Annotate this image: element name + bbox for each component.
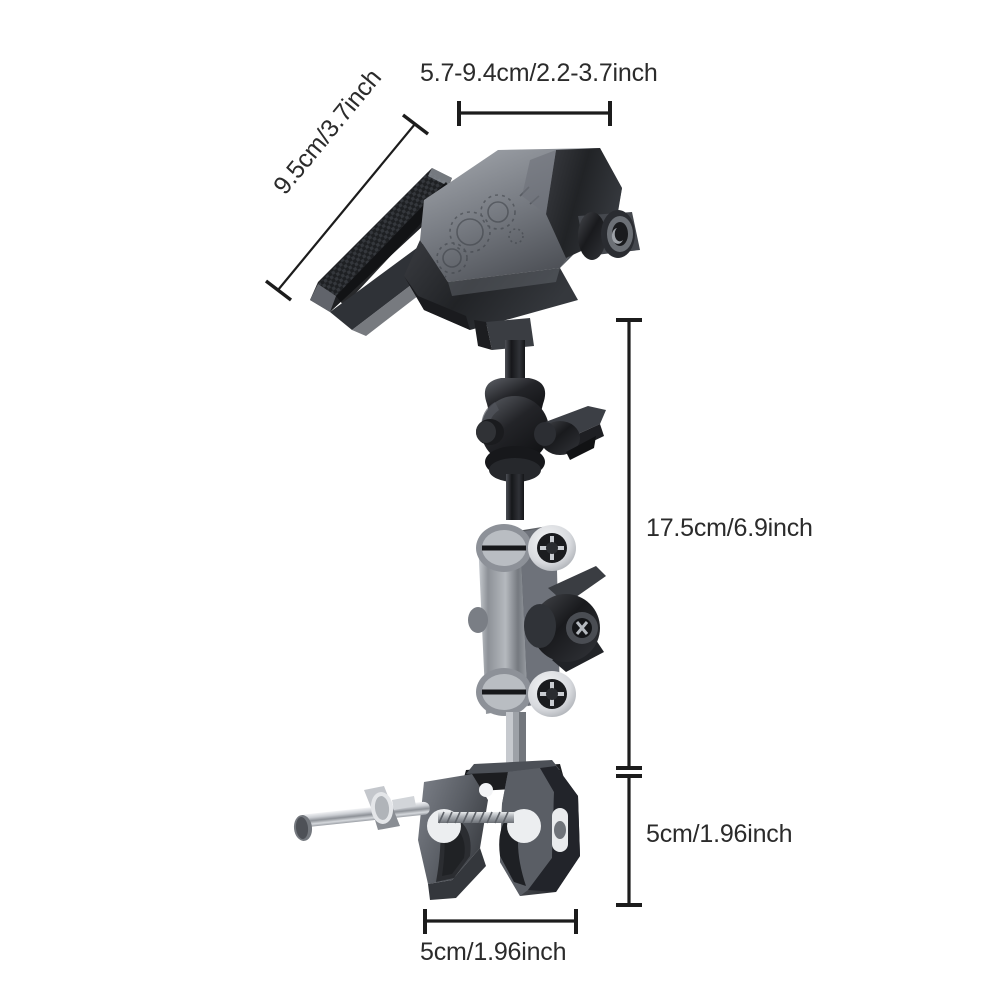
holder-tighten-knob [578, 210, 640, 260]
dimension-label-height: 17.5cm/6.9inch [646, 514, 813, 542]
dim-line-depth [264, 113, 430, 302]
ball-head-lever [534, 406, 606, 460]
magic-arm-wing-knob [524, 566, 606, 672]
clamp-t-handle-rod [293, 786, 430, 841]
magic-arm [468, 524, 606, 778]
clamp-screw [438, 811, 514, 824]
ball-head-joint [476, 378, 606, 520]
dimension-label-width: 5.7-9.4cm/2.2-3.7inch [420, 59, 658, 87]
dim-line-clamp-width [423, 909, 578, 934]
dimension-lines [264, 101, 642, 934]
dim-line-height [616, 318, 642, 770]
dim-line-clamp-height [616, 774, 642, 907]
dimension-label-clamp-height: 5cm/1.96inch [646, 820, 793, 848]
dimension-label-clamp-width: 5cm/1.96inch [420, 938, 567, 966]
super-clamp [293, 760, 580, 900]
arm-socket-top [476, 524, 576, 572]
dim-line-width [457, 101, 612, 126]
arm-socket-bottom [476, 668, 576, 717]
phone-clamp-holder [310, 148, 640, 350]
